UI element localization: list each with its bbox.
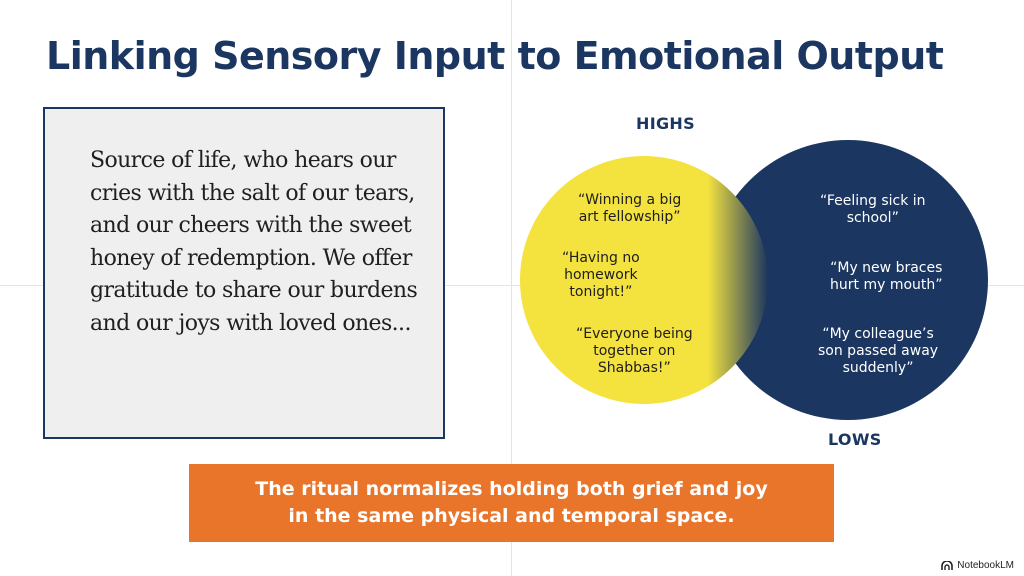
quote-box: Source of life, who hears our cries with…: [43, 107, 445, 439]
venn-diagram: HIGHS LOWS “Winning a big art fellowship…: [520, 100, 1020, 460]
high-item: “Everyone being together on Shabbas!”: [576, 326, 693, 376]
notebooklm-logo-icon: [941, 560, 954, 570]
high-item: “Winning a big art fellowship”: [578, 192, 682, 225]
vertical-guide-line: [511, 0, 512, 576]
highs-circle: [520, 156, 768, 404]
branding-text: NotebookLM: [957, 560, 1014, 571]
low-item: “My new braces hurt my mouth”: [830, 260, 943, 293]
low-item: “Feeling sick in school”: [820, 193, 926, 226]
slide-title: Linking Sensory Input to Emotional Outpu…: [46, 34, 944, 78]
horizontal-guide-line: [0, 285, 1024, 286]
highs-label: HIGHS: [636, 114, 695, 133]
lows-circle: [708, 140, 988, 420]
quote-text: Source of life, who hears our cries with…: [90, 148, 418, 336]
venn-circles: [520, 140, 988, 420]
conclusion-banner: The ritual normalizes holding both grief…: [189, 464, 834, 542]
high-item: “Having no homework tonight!”: [562, 250, 640, 300]
low-item: “My colleague’s son passed away suddenly…: [818, 326, 939, 376]
lows-label: LOWS: [828, 430, 882, 449]
banner-text: The ritual normalizes holding both grief…: [255, 478, 768, 527]
branding: NotebookLM: [941, 560, 1014, 571]
